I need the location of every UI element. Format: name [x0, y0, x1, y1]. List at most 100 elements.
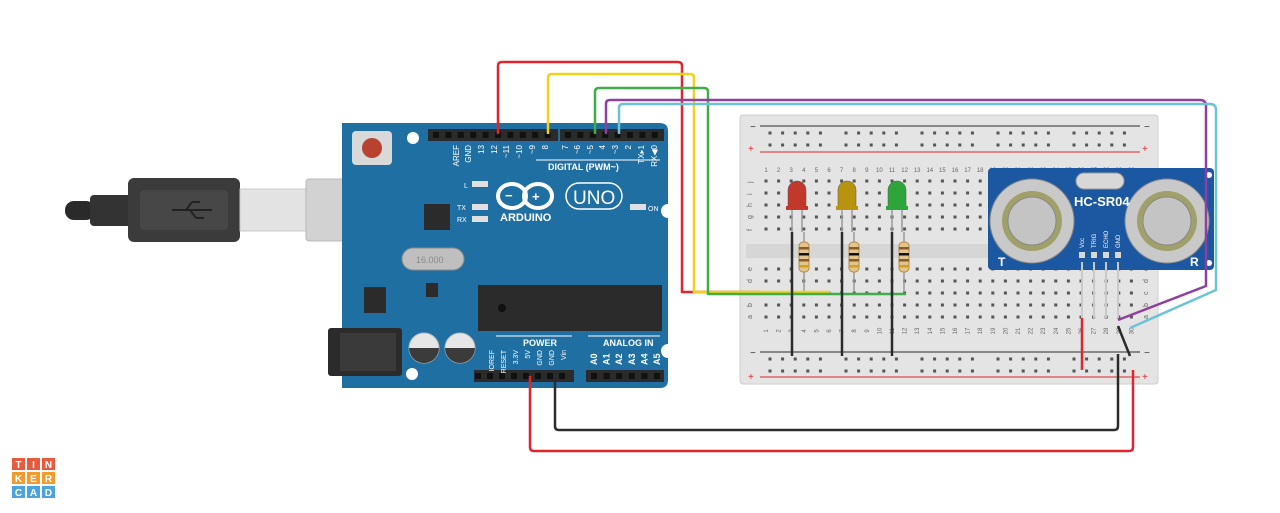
rail-hole[interactable]	[818, 357, 822, 361]
breadboard-hole[interactable]	[991, 279, 995, 283]
rail-hole[interactable]	[945, 131, 949, 135]
rail-hole[interactable]	[1046, 357, 1050, 361]
breadboard-hole[interactable]	[764, 279, 768, 283]
breadboard-hole[interactable]	[953, 179, 957, 183]
breadboard-hole[interactable]	[877, 203, 881, 207]
breadboard-hole[interactable]	[827, 267, 831, 271]
breadboard-hole[interactable]	[1054, 315, 1058, 319]
breadboard-hole[interactable]	[940, 215, 944, 219]
breadboard-hole[interactable]	[1066, 315, 1070, 319]
header-pin[interactable]	[603, 373, 610, 379]
breadboard-hole[interactable]	[877, 227, 881, 231]
breadboard-hole[interactable]	[1029, 315, 1033, 319]
breadboard-hole[interactable]	[903, 179, 907, 183]
breadboard-hole[interactable]	[1054, 279, 1058, 283]
breadboard-hole[interactable]	[865, 215, 869, 219]
header-pin[interactable]	[616, 373, 623, 379]
breadboard-hole[interactable]	[777, 215, 781, 219]
rail-hole[interactable]	[1110, 143, 1114, 147]
breadboard-hole[interactable]	[1041, 315, 1045, 319]
breadboard-hole[interactable]	[915, 279, 919, 283]
breadboard-hole[interactable]	[991, 315, 995, 319]
breadboard-hole[interactable]	[1016, 315, 1020, 319]
rail-hole[interactable]	[857, 131, 861, 135]
breadboard-hole[interactable]	[966, 315, 970, 319]
breadboard-hole[interactable]	[764, 267, 768, 271]
rail-hole[interactable]	[933, 357, 937, 361]
rail-hole[interactable]	[945, 357, 949, 361]
rail-hole[interactable]	[1072, 357, 1076, 361]
breadboard-hole[interactable]	[1029, 291, 1033, 295]
rail-hole[interactable]	[844, 143, 848, 147]
rail-hole[interactable]	[920, 131, 924, 135]
rail-hole[interactable]	[894, 143, 898, 147]
rail-hole[interactable]	[806, 131, 810, 135]
breadboard-hole[interactable]	[777, 191, 781, 195]
breadboard-hole[interactable]	[915, 291, 919, 295]
rail-hole[interactable]	[768, 357, 772, 361]
breadboard-hole[interactable]	[777, 227, 781, 231]
rail-hole[interactable]	[1034, 369, 1038, 373]
led-red[interactable]	[786, 180, 808, 232]
breadboard-hole[interactable]	[940, 191, 944, 195]
breadboard-hole[interactable]	[802, 215, 806, 219]
breadboard-hole[interactable]	[940, 315, 944, 319]
rail-hole[interactable]	[793, 357, 797, 361]
header-pin[interactable]	[499, 373, 505, 379]
header-pin[interactable]	[532, 132, 539, 138]
breadboard-hole[interactable]	[928, 267, 932, 271]
breadboard-hole[interactable]	[827, 179, 831, 183]
rail-hole[interactable]	[1009, 357, 1013, 361]
breadboard-hole[interactable]	[928, 279, 932, 283]
header-pin[interactable]	[589, 132, 596, 138]
breadboard-hole[interactable]	[1066, 303, 1070, 307]
resistor[interactable]	[898, 232, 910, 292]
rail-hole[interactable]	[894, 131, 898, 135]
header-pin[interactable]	[602, 132, 609, 138]
resistor[interactable]	[798, 232, 810, 292]
rail-hole[interactable]	[1072, 143, 1076, 147]
breadboard-hole[interactable]	[966, 279, 970, 283]
breadboard-hole[interactable]	[802, 315, 806, 319]
header-pin[interactable]	[523, 373, 529, 379]
breadboard-hole[interactable]	[827, 279, 831, 283]
breadboard-hole[interactable]	[978, 267, 982, 271]
rail-hole[interactable]	[958, 143, 962, 147]
rail-hole[interactable]	[1110, 357, 1114, 361]
rail-hole[interactable]	[882, 143, 886, 147]
rail-hole[interactable]	[1122, 143, 1126, 147]
breadboard-hole[interactable]	[953, 215, 957, 219]
rail-hole[interactable]	[857, 357, 861, 361]
rail-hole[interactable]	[882, 357, 886, 361]
breadboard-hole[interactable]	[915, 303, 919, 307]
breadboard-hole[interactable]	[852, 215, 856, 219]
breadboard-hole[interactable]	[827, 215, 831, 219]
rail-hole[interactable]	[1009, 131, 1013, 135]
rail-hole[interactable]	[958, 369, 962, 373]
rail-hole[interactable]	[1097, 143, 1101, 147]
rail-hole[interactable]	[844, 131, 848, 135]
breadboard-hole[interactable]	[814, 215, 818, 219]
rail-hole[interactable]	[1110, 369, 1114, 373]
header-pin[interactable]	[445, 132, 452, 138]
breadboard-hole[interactable]	[978, 291, 982, 295]
breadboard-hole[interactable]	[814, 227, 818, 231]
rail-hole[interactable]	[768, 131, 772, 135]
breadboard-hole[interactable]	[877, 267, 881, 271]
header-pin[interactable]	[470, 132, 477, 138]
header-pin[interactable]	[544, 132, 551, 138]
breadboard-hole[interactable]	[764, 215, 768, 219]
breadboard-hole[interactable]	[915, 267, 919, 271]
breadboard-hole[interactable]	[865, 179, 869, 183]
breadboard-hole[interactable]	[953, 203, 957, 207]
breadboard-hole[interactable]	[991, 303, 995, 307]
breadboard-hole[interactable]	[814, 267, 818, 271]
breadboard-hole[interactable]	[877, 303, 881, 307]
rail-hole[interactable]	[1085, 369, 1089, 373]
breadboard-hole[interactable]	[978, 279, 982, 283]
breadboard-hole[interactable]	[928, 291, 932, 295]
breadboard-hole[interactable]	[865, 267, 869, 271]
rail-hole[interactable]	[793, 131, 797, 135]
breadboard-hole[interactable]	[764, 227, 768, 231]
